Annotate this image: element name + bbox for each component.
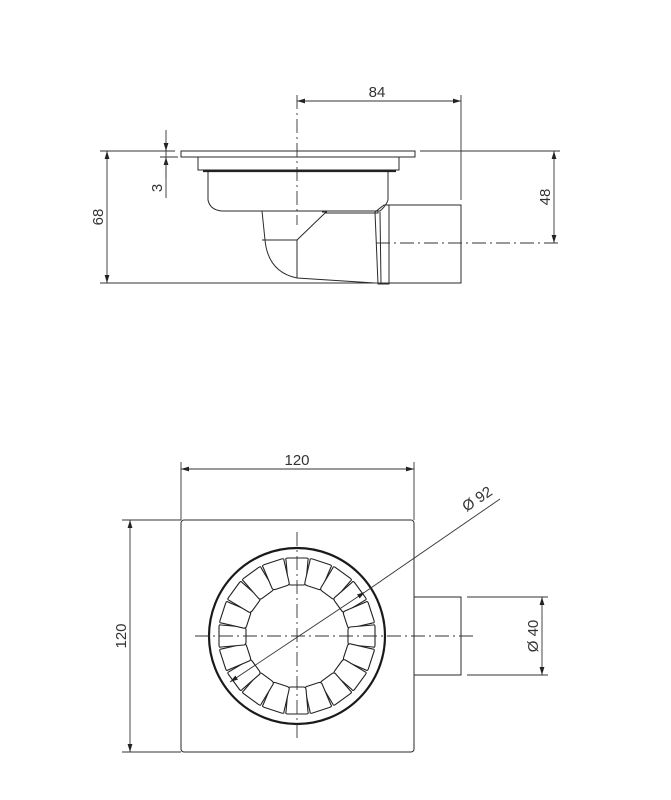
dim-92-line	[229, 591, 366, 683]
body-bowl	[207, 172, 389, 212]
dim-84-label: 84	[369, 84, 386, 101]
plan-view: 120 120 Ø 92 Ø 40	[113, 452, 548, 753]
side-view: 84 3 68 48	[90, 84, 560, 285]
grate-slot	[261, 558, 290, 591]
dim-120-width-label: 120	[284, 452, 309, 469]
dim-92-label: Ø 92	[459, 483, 495, 515]
trap-body	[261, 210, 376, 284]
dim-92-leader	[364, 498, 501, 593]
dim-120-height-label: 120	[113, 623, 130, 648]
top-flange	[180, 150, 416, 158]
dim-68-label: 68	[90, 209, 107, 226]
dim-40-label: Ø 40	[525, 620, 542, 653]
trap-slope	[296, 211, 379, 241]
dim-3-label: 3	[149, 184, 166, 192]
socket-inner	[379, 211, 382, 285]
dim-48-label: 48	[537, 189, 554, 206]
outlet-pipe	[388, 204, 462, 284]
outlet-socket	[374, 204, 390, 285]
frame	[197, 157, 400, 171]
